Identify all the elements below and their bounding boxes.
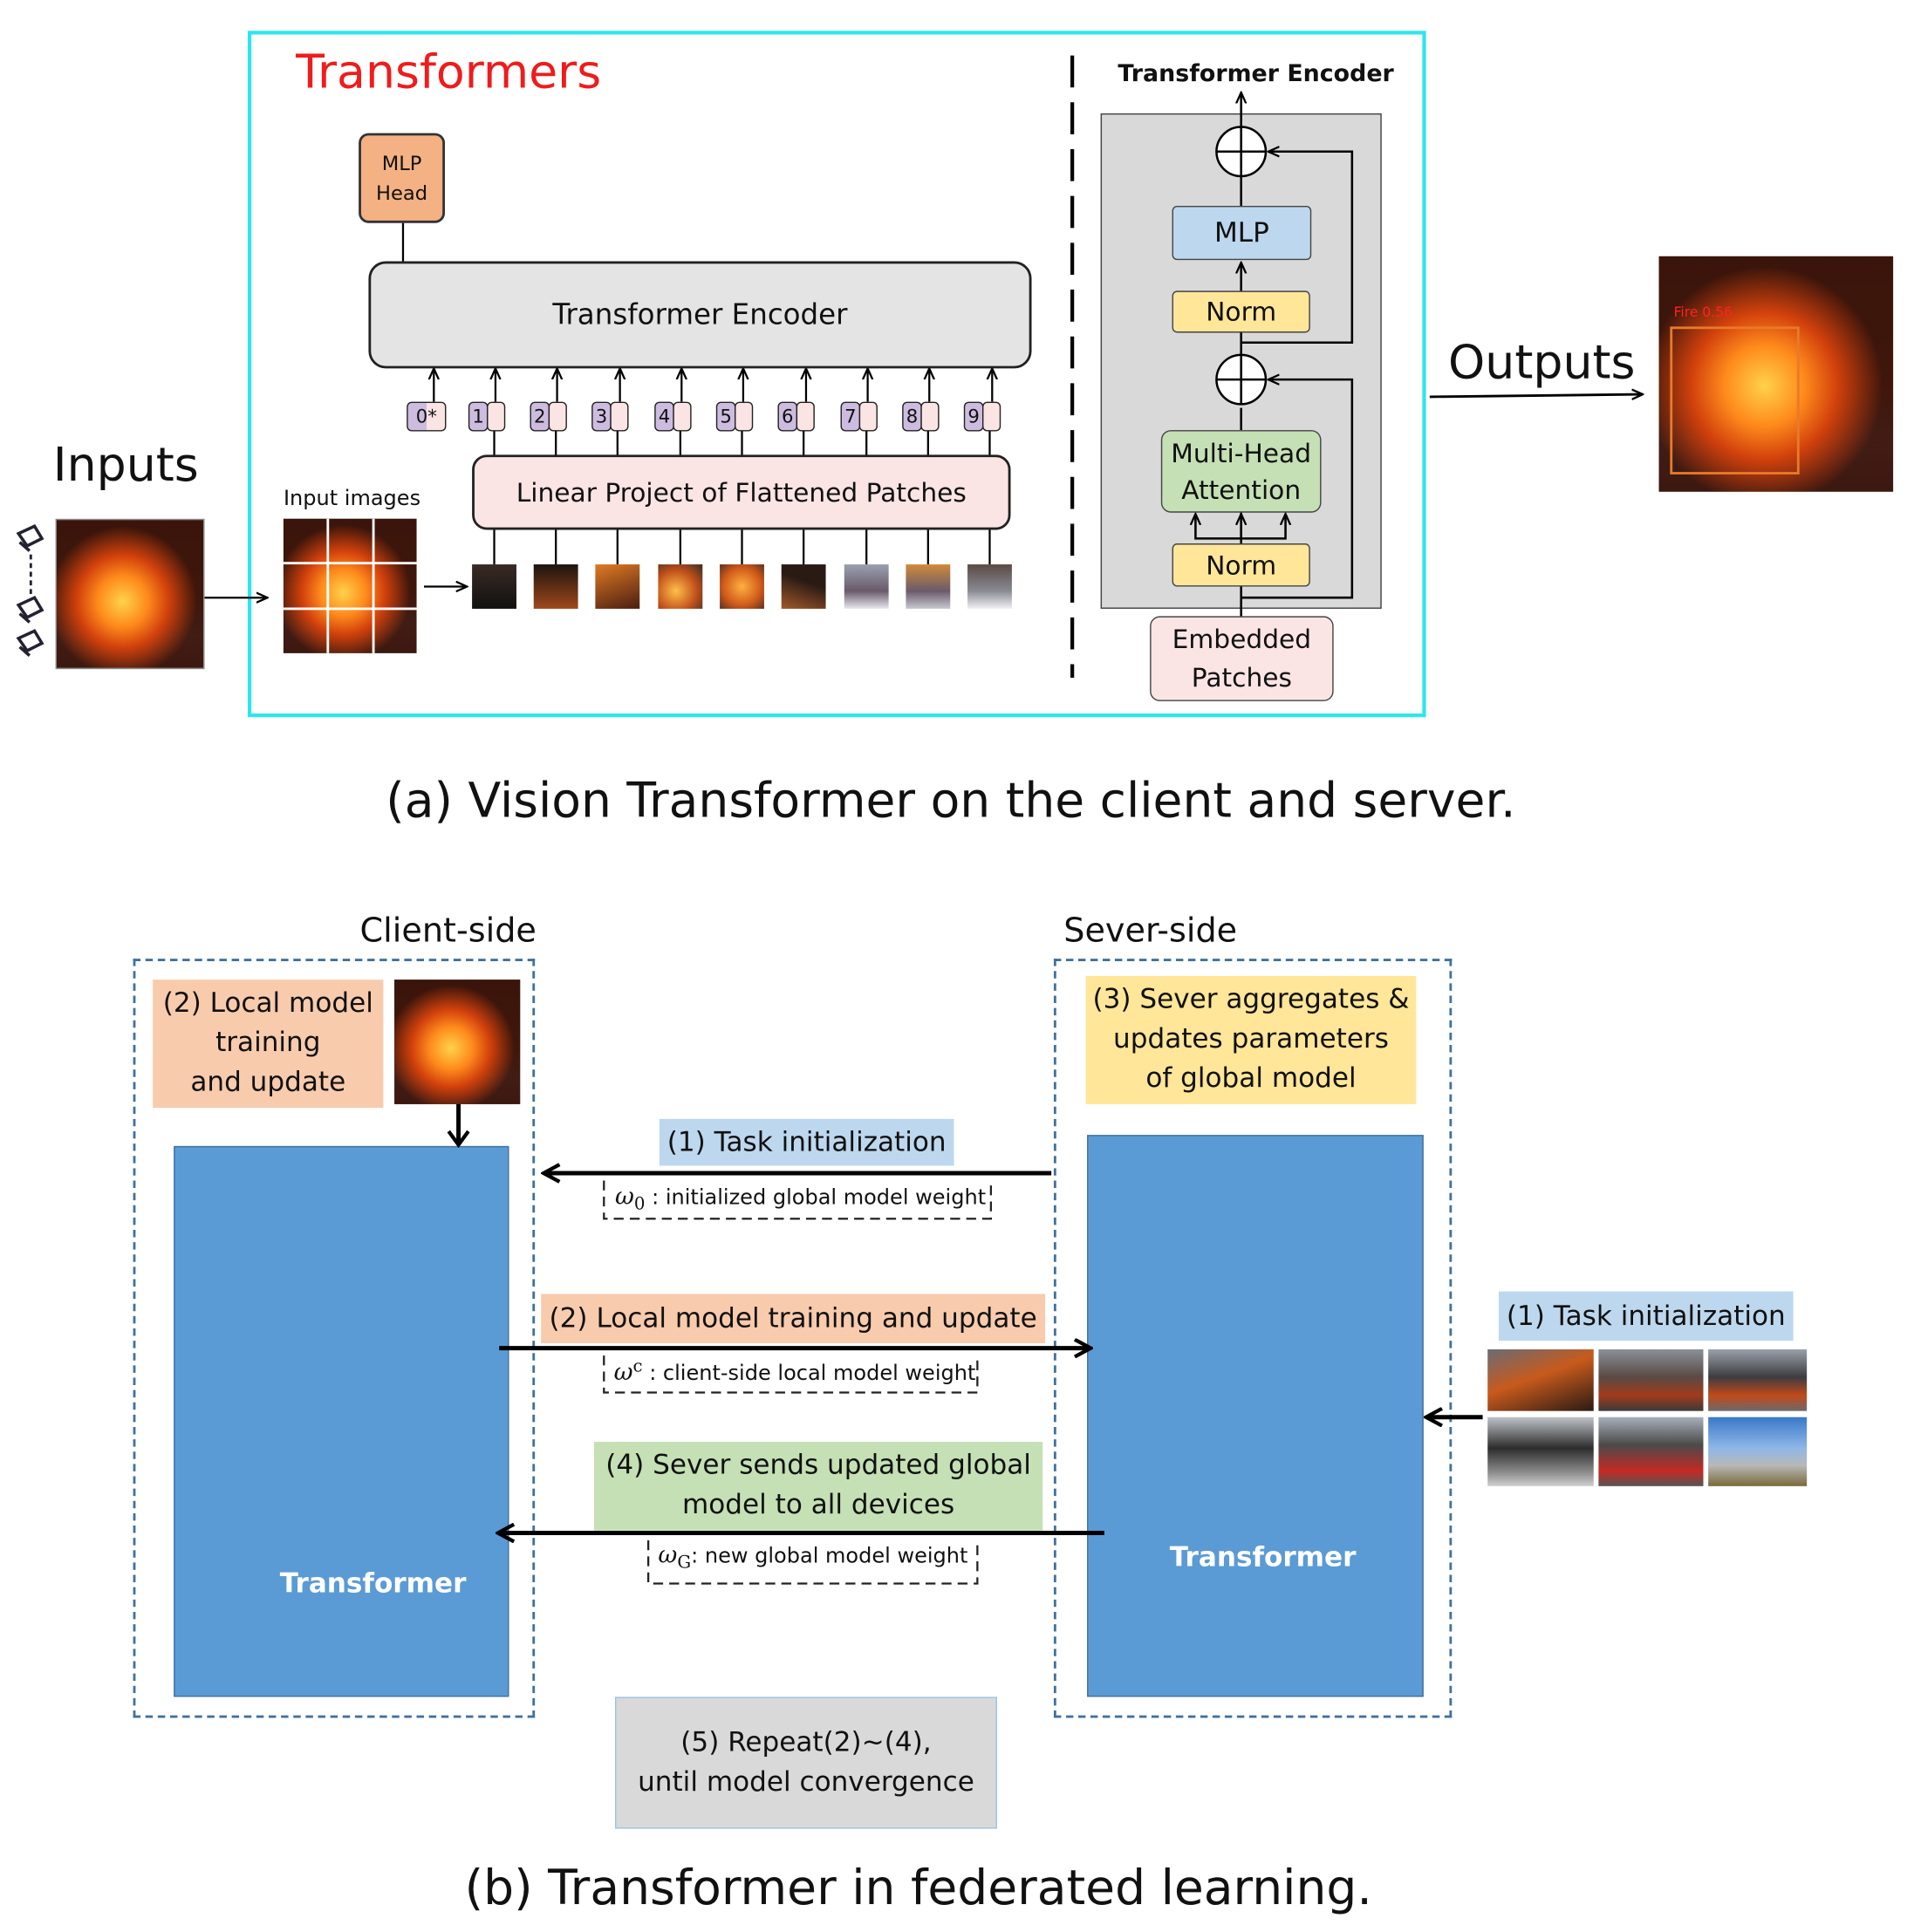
server-transformer-label: Transformer: [1169, 1542, 1357, 1574]
omega-c-text: : client-side local model weight: [642, 1361, 976, 1386]
input-images-label: Input images: [283, 487, 421, 512]
omega-0-symbol: ω: [614, 1183, 634, 1211]
server-step-box: (3) Sever aggregates & updates parameter…: [1085, 975, 1417, 1104]
linear-projection-box: Linear Project of Flattened Patches: [472, 454, 1011, 530]
output-detection-image: Fire 0.56: [1658, 256, 1894, 492]
client-side-frame: [133, 959, 536, 1718]
token-row: 0*: [407, 401, 1010, 432]
encoder-detail-connectors: [0, 0, 1354, 617]
caption-a: (a) Vision Transformer on the client and…: [386, 774, 1516, 829]
repeat-box: (5) Repeat(2)~(4), until model convergen…: [614, 1696, 997, 1829]
client-step-label: (2) Local model training and update: [162, 988, 373, 1098]
omega-0-sub: 0: [633, 1194, 646, 1215]
dataset-image-2: [1598, 1349, 1704, 1411]
omega-c-symbol: ω: [613, 1358, 633, 1386]
panel-b-arrows: [447, 1103, 1483, 1585]
arrow1-label: (1) Task initialization: [666, 1127, 947, 1158]
transformer-encoder-box: Transformer Encoder: [368, 261, 1032, 369]
arrow2-weight: ωc : client-side local model weight: [614, 1356, 976, 1385]
arrow2-label-box: (2) Local model training and update: [541, 1294, 1046, 1343]
dataset-image-5: [1598, 1417, 1704, 1486]
encoder-norm-bottom-box: Norm: [1172, 543, 1310, 587]
dataset-label: (1) Task initialization: [1506, 1301, 1786, 1332]
client-transformer-label: Transformer: [279, 1568, 467, 1600]
server-side-title: Sever-side: [1063, 911, 1238, 951]
dataset-image-6: [1708, 1417, 1808, 1486]
client-step-box: (2) Local model training and update: [153, 980, 384, 1109]
omega-0-text: : initialized global model weight: [645, 1185, 987, 1211]
omega-g-sub: G: [677, 1553, 692, 1574]
caption-b: (b) Transformer in federated learning.: [464, 1860, 1372, 1916]
image-patch-4: [658, 564, 703, 609]
image-patch-3: [595, 564, 640, 609]
linear-projection-label: Linear Project of Flattened Patches: [516, 477, 967, 508]
arrow4-weight: ωG: new global model weight: [658, 1541, 967, 1573]
client-side-title: Client-side: [359, 911, 537, 951]
embedded-patches-label: Embedded Patches: [1172, 624, 1312, 693]
dataset-image-1: [1487, 1349, 1594, 1411]
image-patch-2: [533, 564, 578, 609]
outputs-label: Outputs: [1448, 335, 1636, 390]
detection-label: Fire 0.56: [1673, 304, 1733, 321]
mlp-head-box: MLP Head: [359, 133, 446, 223]
embedded-patches-box: Embedded Patches: [1150, 616, 1334, 701]
client-transformer-block: Transformer: [174, 1145, 509, 1697]
image-patch-9: [967, 564, 1012, 609]
inputs-label: Inputs: [52, 437, 199, 492]
image-patch-8: [906, 564, 951, 609]
dataset-label-box: (1) Task initialization: [1498, 1291, 1794, 1341]
arrow1-weight: ω0 : initialized global model weight: [615, 1183, 986, 1214]
server-step-label: (3) Sever aggregates & updates parameter…: [1092, 984, 1410, 1095]
panel-a-connectors: [204, 55, 1914, 679]
mlp-head-label: MLP Head: [376, 151, 428, 204]
image-patch-5: [720, 564, 764, 609]
omega-c-sub: c: [632, 1356, 643, 1377]
dataset-image-4: [1487, 1417, 1594, 1486]
transformer-encoder-label: Transformer Encoder: [552, 298, 848, 331]
device-icons: [12, 523, 49, 665]
repeat-label: (5) Repeat(2)~(4), until model convergen…: [638, 1727, 974, 1798]
encoder-detail-title: Transformer Encoder: [1118, 60, 1394, 88]
encoder-attention-box: Multi-Head Attention: [1160, 430, 1322, 513]
encoder-mlp-label: MLP: [1213, 217, 1269, 249]
omega-g-symbol: ω: [658, 1541, 678, 1569]
input-fire-image: [55, 518, 205, 670]
input-images-grid: [283, 518, 417, 653]
arrow2-label: (2) Local model training and update: [549, 1303, 1037, 1335]
arrow4-label: (4) Sever sends updated global model to …: [605, 1450, 1031, 1521]
server-side-frame: [1053, 959, 1453, 1718]
arrow1-label-box: (1) Task initialization: [659, 1118, 954, 1166]
arrow4-label-box: (4) Sever sends updated global model to …: [593, 1441, 1043, 1531]
image-patch-6: [781, 564, 826, 609]
encoder-norm-bottom-label: Norm: [1206, 550, 1277, 580]
transformers-title: Transformers: [296, 44, 602, 99]
detection-bbox: [1670, 326, 1800, 474]
image-patch-1: [472, 564, 516, 609]
client-fire-image: [394, 980, 521, 1104]
omega-g-text: : new global model weight: [691, 1544, 968, 1569]
server-transformer-block: Transformer: [1087, 1135, 1424, 1697]
encoder-attention-label: Multi-Head Attention: [1171, 438, 1312, 505]
encoder-norm-top-label: Norm: [1206, 297, 1277, 327]
encoder-mlp-box: MLP: [1172, 205, 1312, 261]
dataset-image-3: [1708, 1349, 1808, 1411]
image-patch-7: [844, 564, 889, 609]
transformers-frame: [247, 31, 1426, 718]
encoder-norm-top-box: Norm: [1172, 290, 1310, 333]
